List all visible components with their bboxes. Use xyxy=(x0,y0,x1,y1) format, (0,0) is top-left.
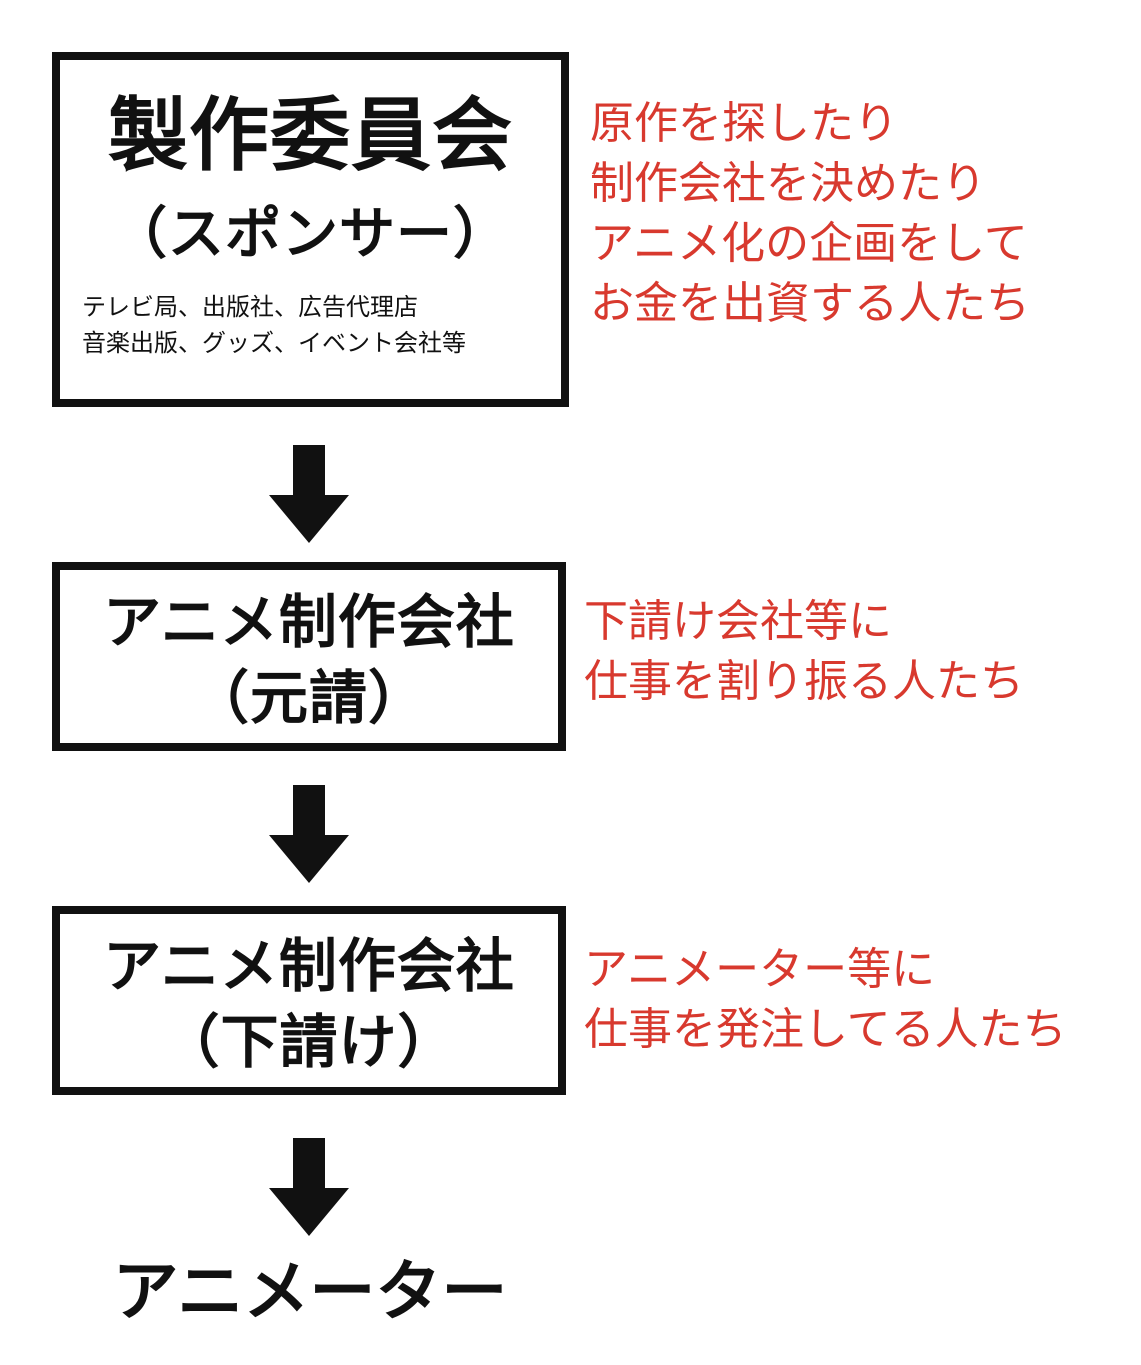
prime-contractor-box: アニメ制作会社 （元請） xyxy=(52,562,566,751)
arrow-down-icon xyxy=(269,445,349,543)
prime-contractor-title: アニメ制作会社 xyxy=(103,588,515,656)
sponsor-members-line-1: テレビ局、出版社、広告代理店 xyxy=(82,293,418,321)
subcontractor-subtitle: （下請け） xyxy=(161,1008,457,1076)
subcontractor-title: アニメ制作会社 xyxy=(103,932,515,1000)
sponsor-box: 製作委員会 （スポンサー） テレビ局、出版社、広告代理店 音楽出版、グッズ、イベ… xyxy=(52,52,569,407)
sponsor-note-line: 原作を探したり xyxy=(590,98,898,149)
sponsor-note-line: アニメ化の企画をして xyxy=(590,218,1028,269)
arrow-down-icon xyxy=(269,1138,349,1236)
sponsor-note-line: 制作会社を決めたり xyxy=(590,158,986,209)
sponsor-members-line-2: 音楽出版、グッズ、イベント会社等 xyxy=(82,329,466,357)
prime-contractor-subtitle: （元請） xyxy=(190,664,427,732)
subcontractor-box: アニメ制作会社 （下請け） xyxy=(52,906,566,1095)
prime-note-line: 下請け会社等に xyxy=(584,596,892,647)
subcontractor-note: アニメーター等に 仕事を発注してる人たち xyxy=(584,940,1067,1060)
subcontractor-note-line: 仕事を発注してる人たち xyxy=(584,1004,1067,1055)
sponsor-note-line: お金を出資する人たち xyxy=(590,278,1030,329)
prime-contractor-note: 下請け会社等に 仕事を割り振る人たち xyxy=(584,592,1024,712)
animator-label: アニメーター xyxy=(112,1253,508,1330)
prime-note-line: 仕事を割り振る人たち xyxy=(584,656,1024,707)
sponsor-title: 製作委員会 xyxy=(108,89,513,182)
arrow-down-icon xyxy=(269,785,349,883)
sponsor-subtitle: （スポンサー） xyxy=(111,202,510,267)
sponsor-note: 原作を探したり 制作会社を決めたり アニメ化の企画をして お金を出資する人たち xyxy=(590,94,1030,334)
subcontractor-note-line: アニメーター等に xyxy=(584,944,936,995)
